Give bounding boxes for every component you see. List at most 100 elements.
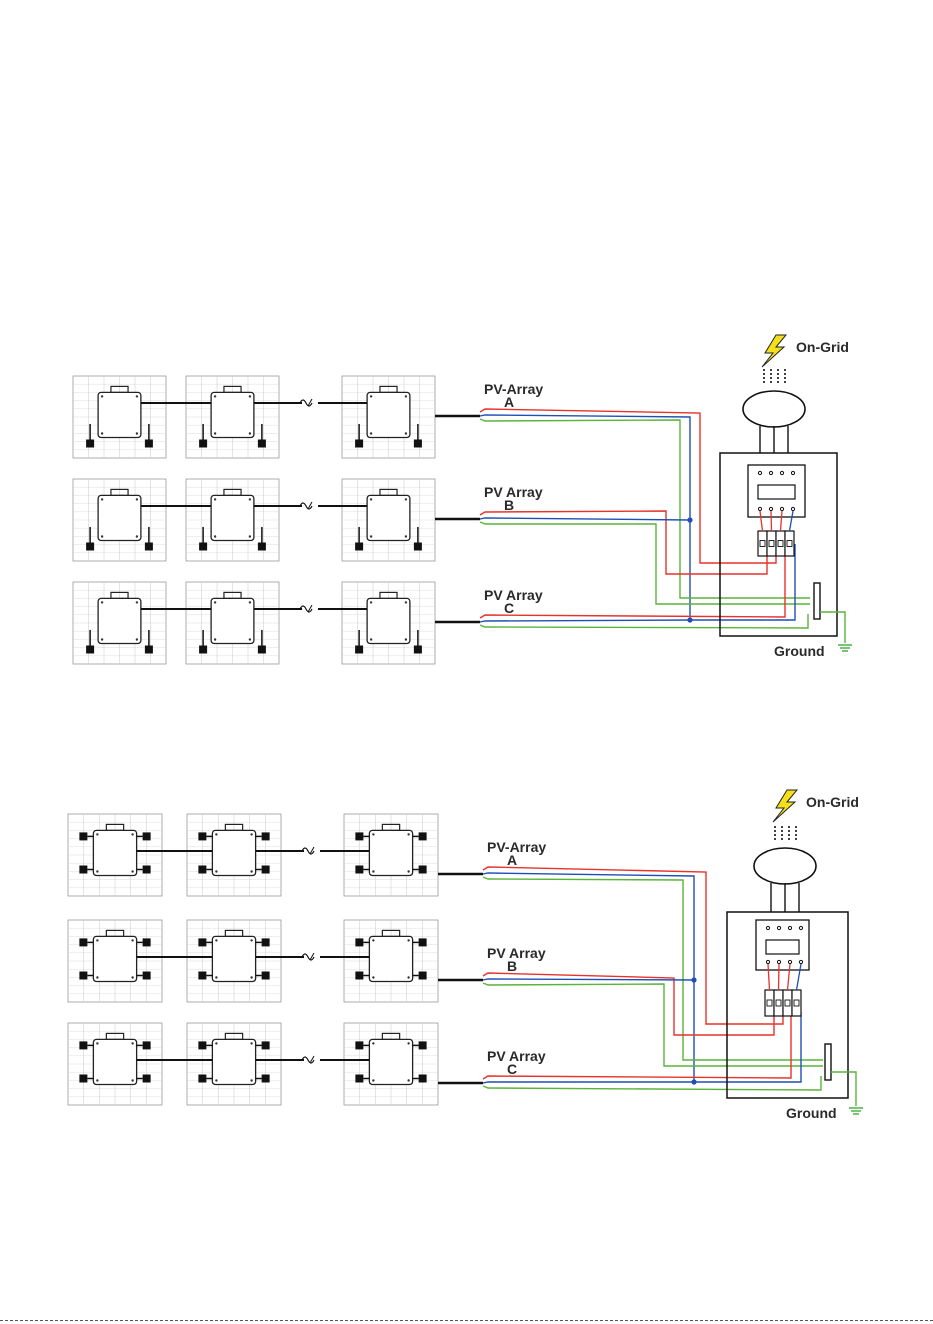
- microinverter-screw: [370, 395, 372, 397]
- microinverter-screw: [215, 870, 217, 872]
- microinverter-screw: [215, 1042, 217, 1044]
- connector-block: [143, 866, 151, 874]
- microinverter-body: [367, 392, 410, 437]
- ground-icon: [838, 645, 852, 651]
- connector-block: [355, 938, 363, 946]
- microinverter-screw: [136, 638, 138, 640]
- connector-block: [262, 832, 270, 840]
- pv-array-letter: A: [507, 852, 517, 868]
- junction-dot: [691, 977, 696, 982]
- microinverter-screw: [101, 395, 103, 397]
- solar-panel: [187, 920, 281, 1002]
- distribution-box: [720, 453, 845, 643]
- microinverter-body: [367, 495, 410, 540]
- microinverter-screw: [405, 498, 407, 500]
- solar-panel: [344, 814, 438, 896]
- microinverter-body: [367, 598, 410, 643]
- microinverter-screw: [370, 535, 372, 537]
- connector-block: [355, 440, 363, 448]
- connector-block: [86, 646, 94, 654]
- red-wire: [483, 1012, 791, 1079]
- utility-meter: [754, 848, 816, 884]
- microinverter-screw: [405, 535, 407, 537]
- pv-array-row: PV ArrayB: [68, 920, 823, 1066]
- microinverter-screw: [214, 395, 216, 397]
- microinverter-screw: [101, 498, 103, 500]
- microinverter-body: [98, 598, 141, 643]
- solar-panel: [73, 376, 166, 458]
- connector-block: [414, 440, 422, 448]
- breaker-switch: [794, 1000, 799, 1006]
- connector-block: [198, 832, 206, 840]
- microinverter-screw: [131, 870, 133, 872]
- connector-block: [143, 938, 151, 946]
- microinverter-body: [93, 830, 136, 875]
- breaker-switch: [769, 541, 774, 547]
- microinverter-body: [98, 392, 141, 437]
- meter-display: [766, 940, 799, 954]
- connector-block: [419, 1041, 427, 1049]
- connector-block: [198, 938, 206, 946]
- solar-panel: [73, 479, 166, 561]
- microinverter-screw: [101, 601, 103, 603]
- connector-block: [419, 832, 427, 840]
- on-grid-label: On-Grid: [796, 339, 849, 355]
- red-wire: [480, 544, 785, 618]
- microinverter-screw: [405, 395, 407, 397]
- connector-block: [419, 938, 427, 946]
- microinverter-body: [369, 830, 412, 875]
- breaker-switch: [785, 1000, 790, 1006]
- wiring-diagram-2: PV-ArrayAPV ArrayBPV ArrayCGroundOn-Grid: [68, 790, 863, 1121]
- breaker-switch: [760, 541, 765, 547]
- microinverter-screw: [407, 1042, 409, 1044]
- microinverter-screw: [249, 395, 251, 397]
- microinverter-body: [369, 936, 412, 981]
- connector-block: [355, 646, 363, 654]
- solar-panel: [342, 479, 435, 561]
- connector-block: [355, 866, 363, 874]
- connector-block: [419, 866, 427, 874]
- microinverter-body: [211, 495, 254, 540]
- connector-block: [355, 1075, 363, 1083]
- wiring-diagram-1: PV-ArrayAPV ArrayBPV ArrayCGroundOn-Grid: [73, 335, 852, 664]
- connector-block: [79, 866, 87, 874]
- connector-block: [79, 938, 87, 946]
- microinverter-body: [212, 1039, 255, 1084]
- junction-dot: [687, 617, 692, 622]
- microinverter-screw: [96, 833, 98, 835]
- microinverter-screw: [131, 1042, 133, 1044]
- connector-block: [262, 1041, 270, 1049]
- microinverter-screw: [372, 1042, 374, 1044]
- page-bottom-border: [0, 1320, 933, 1323]
- connector-block: [262, 866, 270, 874]
- junction-dot: [687, 517, 692, 522]
- meter-breaker-wire: [779, 964, 780, 990]
- connector-block: [419, 1075, 427, 1083]
- microinverter-screw: [370, 638, 372, 640]
- solar-panel: [186, 479, 279, 561]
- lightning-icon: [762, 335, 786, 367]
- microinverter-screw: [96, 976, 98, 978]
- pv-array-letter: B: [507, 958, 517, 974]
- microinverter-screw: [249, 535, 251, 537]
- microinverter-screw: [372, 833, 374, 835]
- microinverter-screw: [405, 432, 407, 434]
- connector-block: [145, 646, 153, 654]
- connector-block: [198, 1041, 206, 1049]
- microinverter-body: [212, 936, 255, 981]
- connector-block: [198, 972, 206, 980]
- microinverter-body: [93, 936, 136, 981]
- microinverter-body: [369, 1039, 412, 1084]
- connector-block: [198, 866, 206, 874]
- junction-dot: [691, 1079, 696, 1084]
- ground-label: Ground: [774, 643, 825, 659]
- connector-block: [199, 440, 207, 448]
- solar-panel: [187, 814, 281, 896]
- microinverter-body: [93, 1039, 136, 1084]
- microinverter-screw: [214, 535, 216, 537]
- solar-panel: [344, 1023, 438, 1105]
- microinverter-screw: [96, 870, 98, 872]
- microinverter-screw: [250, 833, 252, 835]
